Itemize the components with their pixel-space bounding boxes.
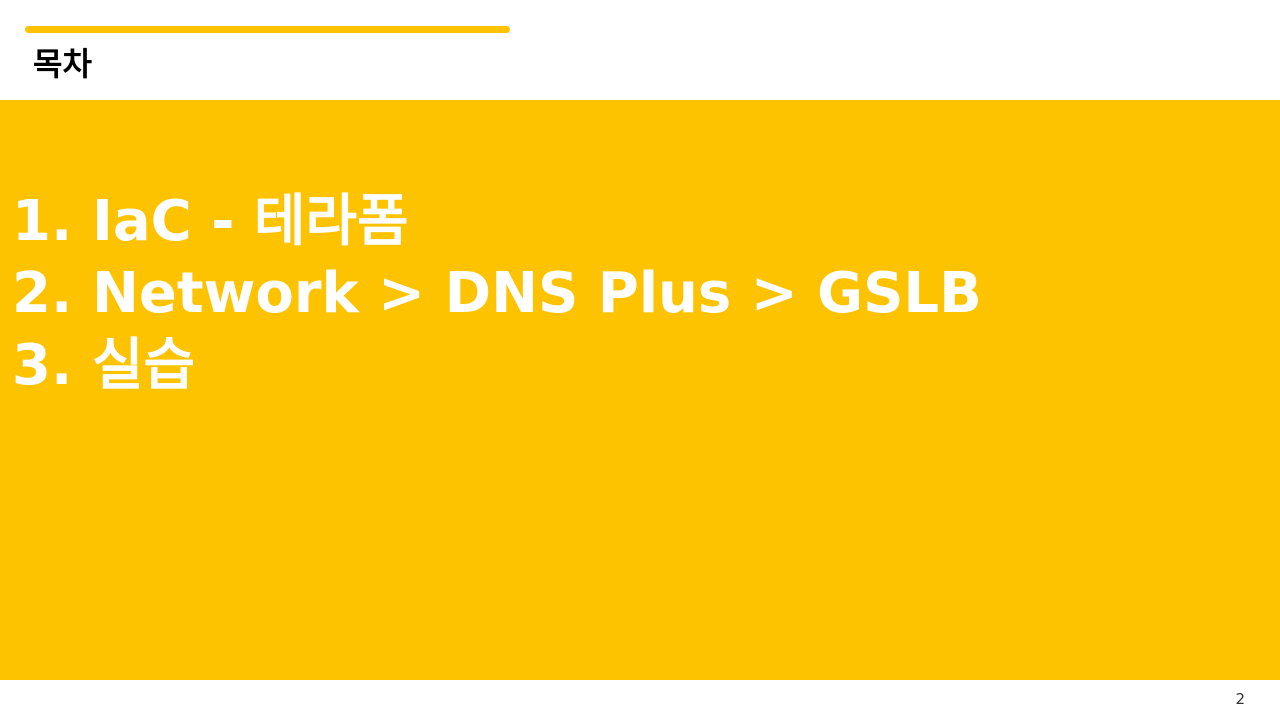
toc-item-2: 2. Network > DNS Plus > GSLB	[12, 258, 982, 330]
toc-item-label: Network > DNS Plus > GSLB	[92, 261, 982, 326]
toc-item-label: 실습	[92, 333, 196, 398]
toc-item-number: 3.	[12, 333, 73, 398]
toc-item-label: IaC - 테라폼	[92, 189, 409, 254]
toc-item-3: 3. 실습	[12, 330, 982, 402]
toc-item-1: 1. IaC - 테라폼	[12, 186, 982, 258]
page-number: 2	[1235, 690, 1245, 708]
slide-title: 목차	[33, 45, 92, 83]
title-accent-bar	[25, 26, 510, 33]
content-panel	[0, 100, 1280, 680]
table-of-contents: 1. IaC - 테라폼 2. Network > DNS Plus > GSL…	[12, 186, 982, 402]
toc-item-number: 1.	[12, 189, 73, 254]
toc-item-number: 2.	[12, 261, 73, 326]
